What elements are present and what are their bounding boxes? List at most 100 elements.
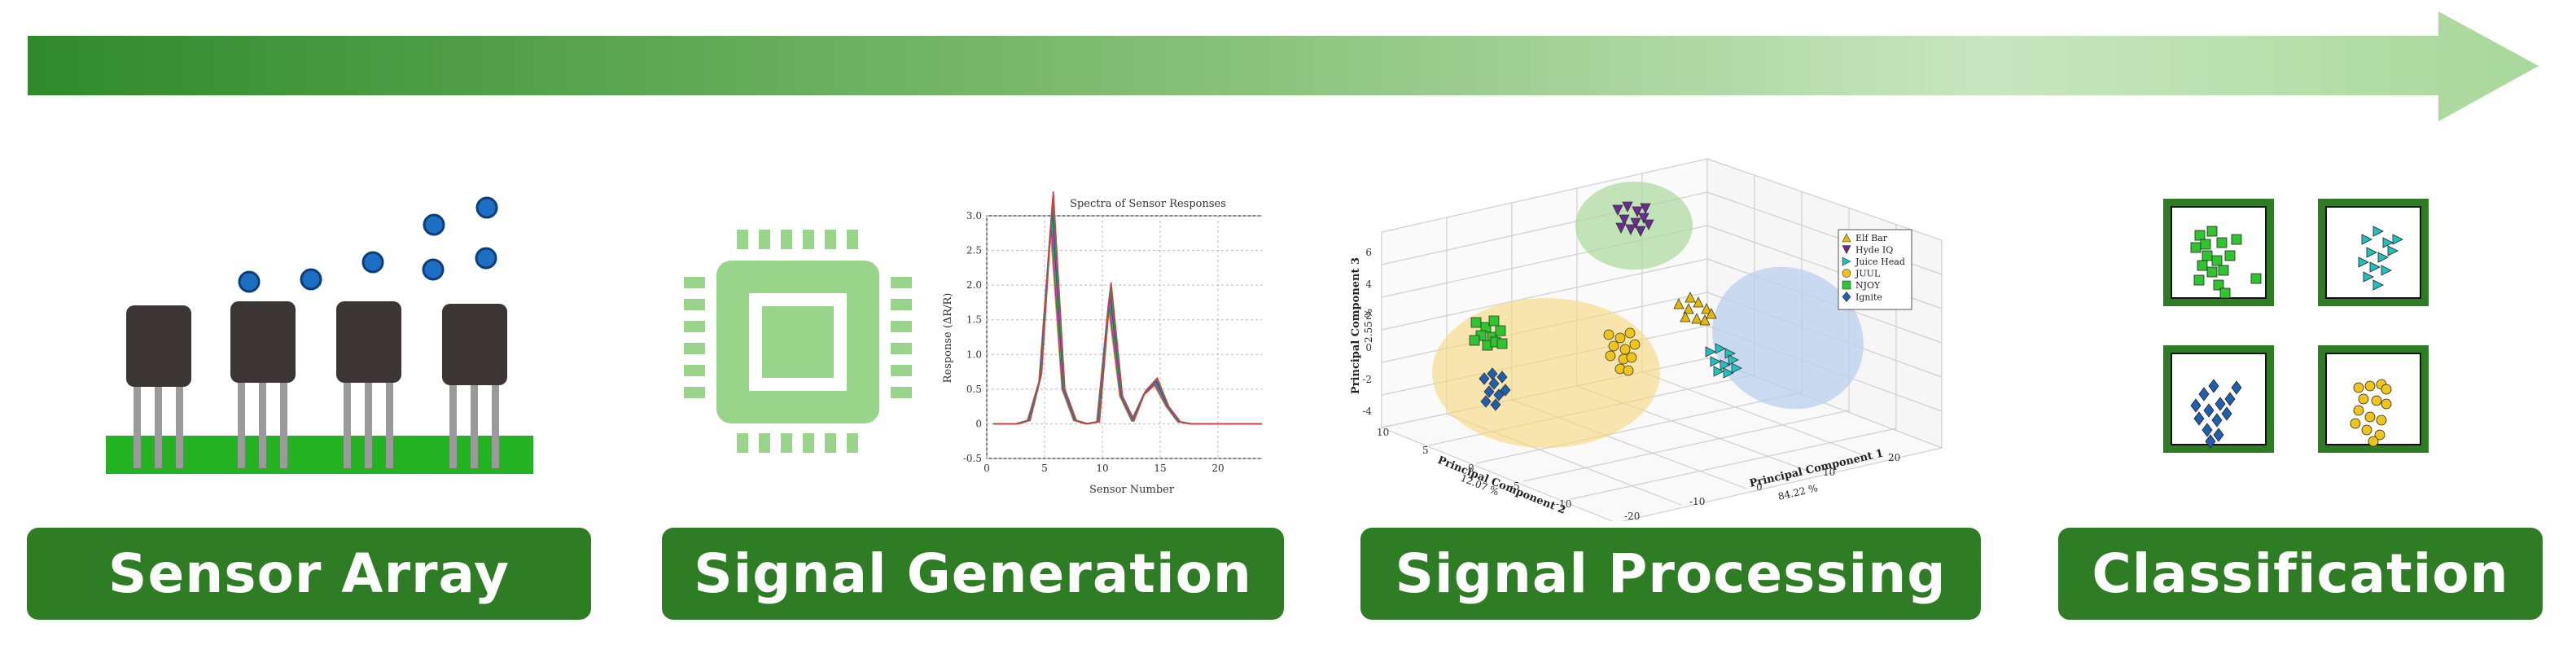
class-point-ignite: [2221, 406, 2232, 421]
classification-panel: [2318, 345, 2429, 453]
class-point-njoy: [2194, 230, 2206, 241]
spectra-frame: [986, 215, 1262, 459]
spectra-ytick-label: 3.0: [966, 210, 982, 222]
svg-text:2: 2: [1365, 310, 1372, 322]
pca-point-elf-bar: [1684, 292, 1696, 303]
class-point-ignite: [2201, 423, 2213, 437]
pca-point-elf-bar: [1699, 314, 1711, 326]
class-point-njoy: [2193, 274, 2205, 286]
vapor-molecules: [238, 196, 498, 293]
spectra-xtick-label: 10: [1096, 463, 1108, 474]
class-point-juul: [2368, 436, 2379, 447]
stage-sensor-array: Sensor Array: [27, 528, 591, 620]
pca-point-njoy: [1495, 325, 1506, 336]
pca-point-hyde-iq: [1635, 226, 1646, 237]
class-point-ignite: [2205, 434, 2216, 449]
class-point-juul: [2374, 429, 2385, 441]
svg-text:-5: -5: [1510, 480, 1520, 492]
pca-point-juul: [1603, 329, 1614, 340]
svg-text:5: 5: [1422, 445, 1429, 456]
classification-panel: [2163, 345, 2274, 453]
pca-point-elf-bar: [1683, 303, 1694, 314]
pca-point-elf-bar: [1693, 296, 1704, 308]
pca-legend-label: Elf Bar: [1855, 233, 1888, 243]
svg-text:4: 4: [1365, 279, 1372, 290]
class-point-njoy: [2250, 273, 2262, 284]
spectra-ytick-label: 2.0: [966, 279, 982, 291]
pca-point-juul: [1608, 340, 1619, 352]
pca-point-hyde-iq: [1630, 217, 1641, 229]
pca-point-njoy: [1470, 317, 1482, 328]
class-point-njoy: [2218, 265, 2229, 276]
pca-point-elf-bar: [1680, 311, 1691, 322]
stage-signal-generation-label: Signal Generation: [694, 542, 1252, 605]
spectra-xtick-label: 0: [984, 463, 990, 474]
class-point-juice-head: [2377, 252, 2389, 263]
pca-point-juul: [1623, 365, 1634, 376]
class-point-njoy: [2211, 255, 2223, 266]
class-point-ignite: [2193, 411, 2205, 426]
spectra-ytick-label: 1.5: [966, 314, 982, 326]
svg-text:-4: -4: [1362, 406, 1372, 417]
class-point-juul: [2381, 384, 2392, 395]
pca-3d-plot: 6 4 2 0 -2 -4 10 5 0 -5 -10 -20 -10 0 10…: [1350, 158, 1944, 521]
pca-point-elf-bar: [1701, 303, 1712, 314]
class-point-njoy: [2216, 237, 2228, 248]
class-point-njoy: [2190, 242, 2201, 253]
svg-text:10: 10: [1377, 427, 1389, 438]
pca-point-hyde-iq: [1625, 224, 1636, 235]
pca-point-hyde-iq: [1638, 213, 1649, 224]
spectra-chart: Spectra of Sensor Responses 0510152025 -…: [942, 191, 1262, 496]
svg-text:-20: -20: [1624, 511, 1640, 521]
spectra-xlabel: Sensor Number: [1089, 484, 1175, 496]
pca-legend-item: Elf Bar: [1842, 233, 1888, 243]
class-point-juul: [2364, 380, 2376, 392]
pca-point-elf-bar: [1673, 298, 1684, 309]
pca-legend-item: Juice Head: [1842, 257, 1905, 267]
pca-point-elf-bar: [1706, 308, 1717, 319]
class-point-juul: [2353, 405, 2364, 416]
class-point-juice-head: [2358, 257, 2369, 268]
stage-classification: Classification: [2058, 528, 2543, 620]
class-point-juice-head: [2372, 279, 2384, 291]
classification-panels: [2163, 199, 2429, 453]
spectra-ytick-label: 2.5: [966, 245, 982, 257]
pca-legend-item: Hyde IQ: [1842, 245, 1893, 256]
pca-point-njoy: [1496, 338, 1508, 349]
pca-point-juice-head: [1705, 346, 1716, 358]
panel-inner: [2325, 353, 2421, 445]
spectra-ylabel: Response (ΔR/R): [942, 293, 954, 384]
pca-point-juul: [1624, 327, 1636, 339]
pca-x-ticks: -20 -10 0 10 20: [1624, 452, 1900, 521]
pca-zlabel: Principal Component 3: [1350, 257, 1362, 394]
pca-point-juul: [1614, 332, 1626, 344]
class-point-ignite: [2203, 403, 2215, 418]
stage-signal-processing-label: Signal Processing: [1395, 542, 1947, 605]
class-point-juul: [2358, 393, 2369, 405]
pca-point-juul: [1629, 339, 1641, 350]
pca-point-juice-head: [1723, 367, 1734, 379]
class-point-njoy: [2219, 287, 2231, 299]
pca-point-hyde-iq: [1612, 204, 1623, 216]
class-point-ignite: [2213, 428, 2224, 442]
pca-legend-label: JUUL: [1855, 269, 1881, 279]
class-point-juice-head: [2369, 261, 2381, 273]
spectra-ytick-label: 0: [975, 418, 982, 429]
pca-point-njoy: [1469, 335, 1480, 346]
pca-z-ticks: 6 4 2 0 -2 -4: [1362, 247, 1372, 417]
class-point-juice-head: [2372, 226, 2384, 237]
class-point-ignite: [2211, 413, 2223, 428]
pca-legend-label: Ignite: [1855, 292, 1882, 303]
class-point-njoy: [2197, 260, 2208, 271]
class-point-juice-head: [2366, 247, 2377, 258]
class-point-njoy: [2231, 234, 2242, 245]
class-point-juice-head: [2382, 237, 2394, 248]
pca-point-ignite: [1487, 367, 1498, 380]
spectra-xtick-label: 5: [1041, 463, 1048, 474]
spectra-xtick-label: 15: [1154, 463, 1166, 474]
pca-zlabel-pct: 2.55 %: [1363, 309, 1374, 343]
pca-point-juul: [1605, 350, 1616, 362]
pca-point-juul: [1619, 344, 1631, 355]
chip-icon: [684, 230, 912, 453]
